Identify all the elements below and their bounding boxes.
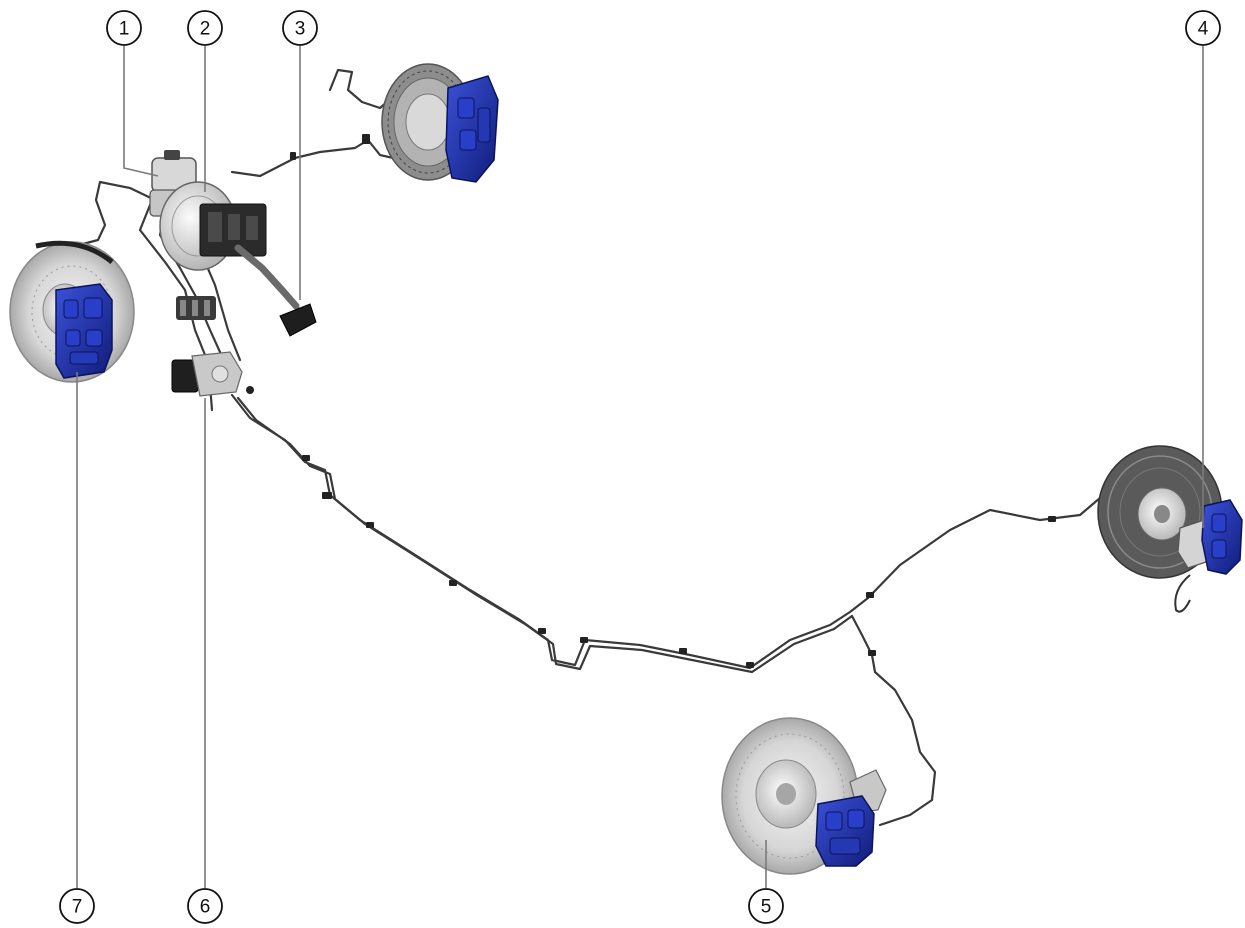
callout-6-label: 6 [200, 897, 211, 918]
brake-booster-and-master-cylinder [149, 150, 267, 271]
callout-7-label: 7 [72, 897, 83, 918]
rear-right-caliper [1201, 499, 1243, 575]
front-left-caliper [55, 283, 113, 379]
rear-left-brake-assembly [721, 717, 887, 875]
front-left-brake-assembly [9, 240, 135, 383]
leader-lines [76, 46, 1204, 888]
callout-2-label: 2 [200, 19, 211, 40]
front-left-brake-line [73, 180, 157, 248]
callout-2: 2 [187, 10, 223, 46]
rear-left-caliper [815, 795, 875, 867]
callout-5: 5 [748, 888, 784, 924]
callout-4: 4 [1185, 10, 1221, 46]
callout-3-label: 3 [295, 19, 306, 40]
master-to-abs-line-a [138, 203, 207, 357]
callout-6: 6 [187, 888, 223, 924]
front-right-caliper [445, 75, 499, 183]
callout-7: 7 [59, 888, 95, 924]
brake-lines [73, 68, 1102, 827]
callout-1-label: 1 [119, 19, 130, 40]
rear-right-brake-assembly [1097, 445, 1243, 613]
front-right-brake-assembly [381, 63, 499, 183]
front-right-brake-line [230, 138, 404, 178]
callout-4-label: 4 [1198, 19, 1209, 40]
main-brake-line [230, 393, 1102, 670]
line-clips [290, 134, 1056, 668]
callout-5-label: 5 [761, 897, 772, 918]
brake-pedal [234, 244, 317, 337]
front-right-hose [328, 68, 397, 110]
callout-3: 3 [282, 10, 318, 46]
callout-1: 1 [106, 10, 142, 46]
rear-left-brake-line [850, 614, 937, 827]
leader-1 [123, 46, 159, 177]
abs-hydraulic-unit [171, 296, 254, 397]
